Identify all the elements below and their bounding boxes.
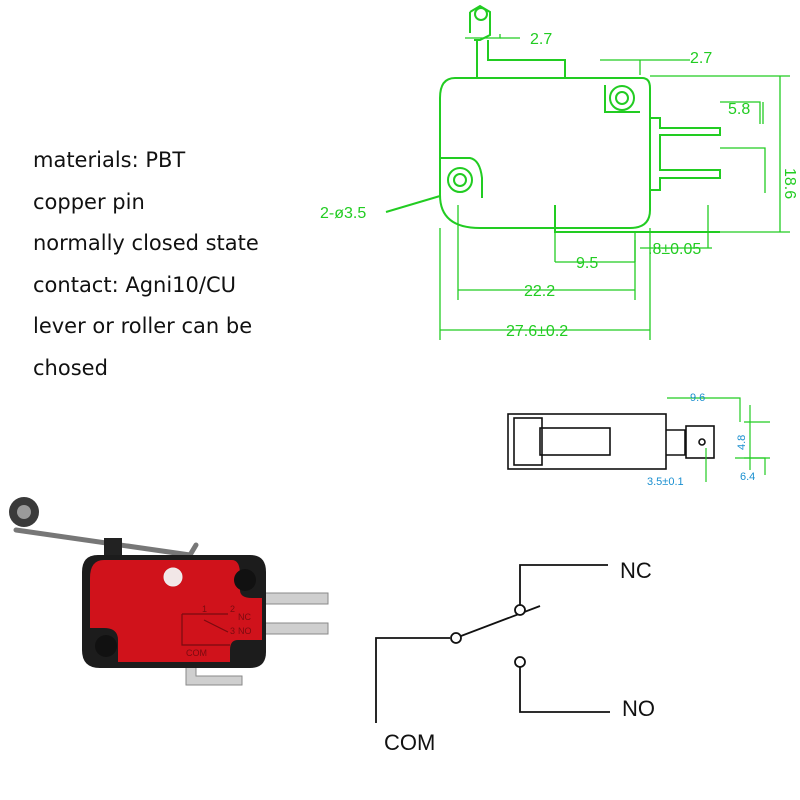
plunger [104,538,122,558]
spec-lever-cont: chosed [33,355,108,380]
side-slot [539,427,611,456]
lever-arm-outline [476,40,566,78]
nc-label: NC [620,558,652,583]
no-contact [514,656,526,668]
dim-label: 3.5±0.1 [647,476,684,488]
terminal-nc [261,592,329,605]
side-terminal-hole [698,438,706,446]
switch-body-red [90,560,262,662]
hole-top-boss [604,85,640,113]
embossed-label: COM [186,648,207,658]
com-contact [450,632,462,644]
side-terminal-neck [666,429,686,456]
spec-lever: lever or roller can be [33,314,253,338]
spec-list: materials: PBT copper pin normally close… [33,140,259,389]
switch-product [9,497,329,686]
side-dimension-text: 9.6 4.8 3.5±0.1 6.4 [647,392,755,488]
hole-bottom-boss [440,157,483,198]
dim-label: 9.6 [690,392,705,404]
mounting-hole-top-inner [615,91,629,105]
roller-hub [17,505,31,519]
dim-label: 18.6 [781,168,798,199]
schematic-labels: NC NO COM [384,558,655,755]
mounting-hole-top [609,85,635,111]
side-terminal [685,425,715,459]
hole-leader [385,195,441,213]
nc-wire [519,564,608,605]
actuator-tip [474,7,488,21]
embossed-label: 1 [202,604,207,614]
side-dimension-lines [667,397,770,482]
side-body [507,413,667,470]
embossed-symbol [181,613,230,646]
actuator-outline [469,4,491,41]
embossed-label: 2 [230,604,235,614]
spec-pin: copper pin [33,189,145,214]
embossed-label: NO [238,626,252,636]
embossed-label: NC [238,612,251,622]
mount-hole-right [234,569,256,591]
dim-label: .8±0.05 [648,241,701,258]
top-dimension-lines [439,34,790,340]
dim-label: 2-ø3.5 [320,205,366,222]
top-dimension-drawing [385,4,721,233]
mounting-hole-bottom [447,167,473,193]
dim-label: 22.2 [524,283,555,300]
com-wire [375,637,450,723]
switch-schematic [375,564,610,723]
dim-label: 2.7 [530,31,552,48]
side-view-drawing [507,413,715,470]
mount-hole-left [95,635,117,657]
switch-body-outline [439,77,651,229]
embossed-label: 3 [230,626,235,636]
side-lever-block [513,417,543,466]
com-label: COM [384,730,435,755]
dim-label: 4.8 [736,435,748,450]
plunger-marker [163,567,183,587]
mounting-hole-bottom-inner [453,173,467,187]
no-label: NO [622,696,655,721]
spec-state: normally closed state [33,231,259,255]
dim-label: 27.6±0.2 [506,323,568,340]
dim-label: 5.8 [728,101,750,118]
top-dimension-text: 2.7 2.7 5.8 18.6 2-ø3.5 9.5 .8±0.05 22.2… [320,31,798,340]
no-wire [519,667,610,713]
dim-label: 2.7 [690,50,712,67]
dim-label: 6.4 [740,471,755,483]
terminal-no [261,622,329,635]
product-embossed-text: 1 2 NC 3 NO COM [186,604,252,658]
spec-material: materials: PBT [33,148,186,172]
terminals-outline [650,117,721,191]
nc-contact [514,604,526,616]
spec-contact: contact: Agni10/CU [33,272,237,297]
switch-blade [460,605,541,637]
dim-label: 9.5 [576,255,598,272]
